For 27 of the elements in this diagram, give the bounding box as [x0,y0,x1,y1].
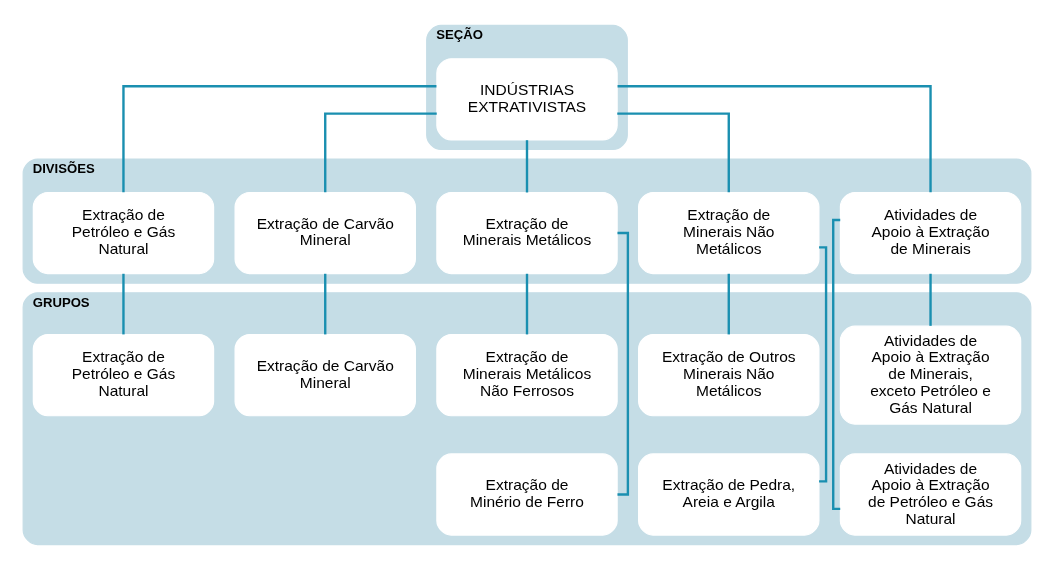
node-box: Extração de Minerais Metálicos Não Ferrosos [436,333,618,417]
node-box: Extração de Minerais Metálicos [436,191,618,275]
node-box: Extração de Carvão Mineral [234,191,416,275]
connector [525,140,529,193]
node-box: Atividades de Apoio à Extração de Petróleo e Gás Natural [839,453,1022,536]
connector [727,273,730,335]
node-box: INDÚSTRIAS EXTRATIVISTAS [436,58,618,141]
node-box: Extração de Minério de Ferro [436,453,618,536]
node-box: Atividades de Apoio à Extração de Minerais, exceto Petróleo e Gás Natural [839,325,1022,425]
connector [525,273,529,335]
node-box: Atividades de Apoio à Extração de Minerais [839,191,1022,275]
connector [832,218,841,511]
node-box: Extração de Pedra, Areia e Argila [638,453,820,536]
connector [324,112,437,193]
connector [617,112,730,193]
node-box: Extração de Outros Minerais Não Metálicos [638,333,820,417]
connector [929,273,932,326]
connector [617,231,630,496]
connector [324,273,327,335]
node-box: Extração de Petróleo e Gás Natural [32,191,215,275]
connector [819,246,828,483]
node-box: Extração de Carvão Mineral [234,333,416,417]
connector [617,85,932,193]
node-box: Extração de Petróleo e Gás Natural [32,333,215,417]
connector [122,273,125,335]
node-box: Extração de Minerais Não Metálicos [638,191,820,275]
connector [122,85,437,193]
